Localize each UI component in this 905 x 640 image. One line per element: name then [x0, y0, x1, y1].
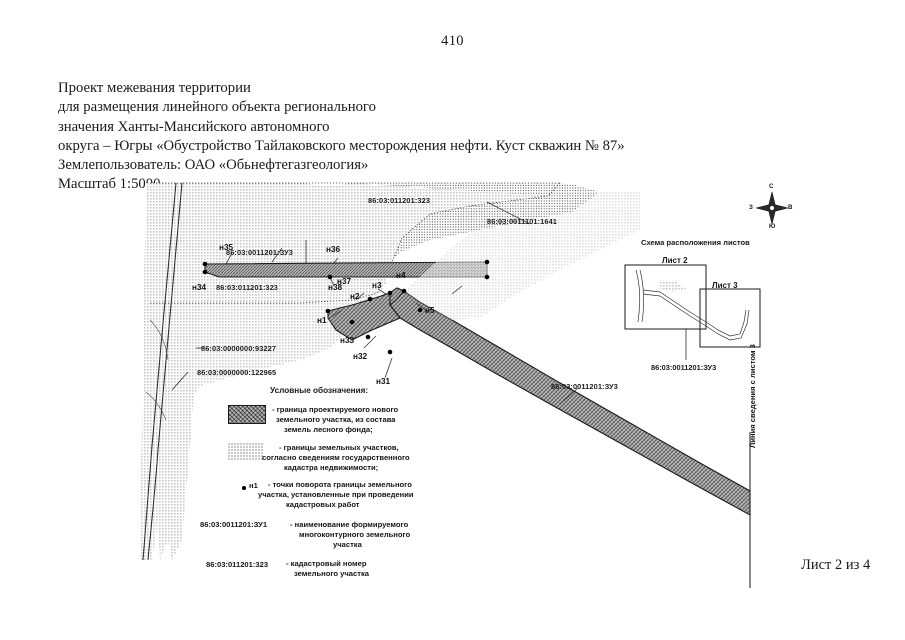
- point-label-n2: н2: [350, 292, 360, 301]
- inset-cadastral-code: 86:03:0011201:ЗУ3: [651, 363, 717, 372]
- legend-item-2-line-1: - границы земельных участков,: [279, 443, 399, 452]
- page-number: 410: [441, 33, 464, 49]
- title-line-5: Землепользователь: ОАО «Обьнефтегазгеоло…: [58, 157, 369, 174]
- parcel-boundary-lines: [150, 182, 561, 304]
- point-label-n31: н31: [376, 377, 391, 386]
- point-label-n5: н5: [425, 306, 435, 315]
- cadastral-label-0011101-1641: 86:03:0011101:1641: [487, 217, 558, 226]
- cadastral-label-011201-323-top: 86:03:011201:323: [368, 196, 431, 205]
- legend-point-dot-icon: [242, 486, 246, 490]
- legend-title: Условные обозначения:: [270, 386, 369, 395]
- point-label-n34: н34: [192, 283, 207, 292]
- cadastral-label-011201-323-mid: 86:03:011201:323: [216, 283, 279, 292]
- cadastral-label-0000000-93227: 86:03:0000000:93227: [201, 344, 277, 353]
- inset-scheme-title: Схема расположения листов: [641, 238, 750, 247]
- legend-swatch-cadastral-parcels: [228, 443, 264, 460]
- compass-east-label: В: [788, 204, 793, 211]
- compass-rose-graphic: [755, 191, 789, 225]
- linear-feature-left: [142, 182, 183, 561]
- legend-item-1-line-2: земельного участка, из состава: [276, 415, 396, 424]
- point-label-n36: н36: [326, 245, 341, 254]
- label-leader-lines: [171, 201, 579, 405]
- legend-item-3-line-3: кадастровых работ: [286, 500, 360, 509]
- title-line-3: значения Ханты-Мансийского автономного: [58, 118, 330, 135]
- join-line-label: Линия сведения с листом 3: [748, 344, 757, 448]
- point-label-n35: н35: [219, 243, 234, 252]
- point-label-n1: н1: [317, 316, 327, 325]
- legend-item-3-line-1: - точки поворота границы земельного: [268, 480, 412, 489]
- legend-item-4-line-2: многоконтурного земельного: [299, 530, 411, 539]
- point-label-n32: н32: [353, 352, 368, 361]
- compass-north-label: С: [769, 183, 774, 190]
- point-label-n3: н3: [372, 281, 382, 290]
- compass-rose: С В Ю З: [748, 183, 796, 232]
- inset-scheme-graphics: [624, 264, 761, 360]
- legend-item-5-line-1: - кадастровый номер: [286, 559, 367, 568]
- legend-item-4-symbol-label: 86:03:0011201:ЗУ1: [200, 520, 268, 529]
- cadastral-label-0011201-zu3-right: 86:03:0011201:ЗУ3: [551, 382, 618, 391]
- legend-item-2-line-3: кадастра недвижимости;: [284, 463, 379, 472]
- cadastral-label-0011201-zu3-top: 86:03:0011201:ЗУ3: [226, 248, 293, 257]
- legend-item-2-line-2: согласно сведениям государственного: [262, 453, 410, 462]
- linear-feature-left-thin: [145, 319, 169, 421]
- title-line-2: для размещения линейного объекта региона…: [58, 99, 376, 116]
- title-line-4: округа – Югры «Обустройство Тайлаковског…: [58, 137, 625, 154]
- sheet-footer-label: Лист 2 из 4: [801, 557, 871, 573]
- inset-sheet-3-label: Лист 3: [712, 281, 738, 290]
- legend-item-1-line-1: - граница проектируемого нового: [272, 405, 399, 414]
- point-label-n37: н37: [337, 277, 352, 286]
- compass-south-label: Ю: [769, 223, 776, 230]
- point-label-n4: н4: [396, 271, 406, 280]
- legend-item-1-line-3: земель лесного фонда;: [284, 425, 373, 434]
- legend-item-3-line-2: участка, установленные при проведении: [258, 490, 414, 499]
- title-line-1: Проект межевания территории: [58, 80, 251, 96]
- cadastral-label-0000000-122965: 86:03:0000000:122965: [197, 368, 277, 377]
- legend-item-4-line-1: - наименование формируемого: [290, 520, 409, 529]
- legend-item-3-symbol-label: н1: [249, 481, 258, 490]
- existing-parcels-right: [404, 192, 640, 320]
- legend-swatch-new-parcel: [228, 405, 266, 424]
- point-label-n33: н33: [340, 336, 355, 345]
- legend-item-4-line-3: участка: [333, 540, 362, 549]
- legend-item-5-line-2: земельного участка: [294, 569, 369, 578]
- title-line-6-scale: Масштаб 1:5000: [58, 176, 161, 193]
- point-label-n38: н38: [328, 283, 343, 292]
- inset-sheet-2-label: Лист 2: [662, 256, 688, 265]
- document-title-block: Проект межевания территории для размещен…: [58, 79, 625, 195]
- legend-item-5-symbol-label: 86:03:011201:323: [206, 560, 269, 569]
- compass-west-label: З: [749, 204, 753, 211]
- turning-point-markers: [202, 259, 490, 355]
